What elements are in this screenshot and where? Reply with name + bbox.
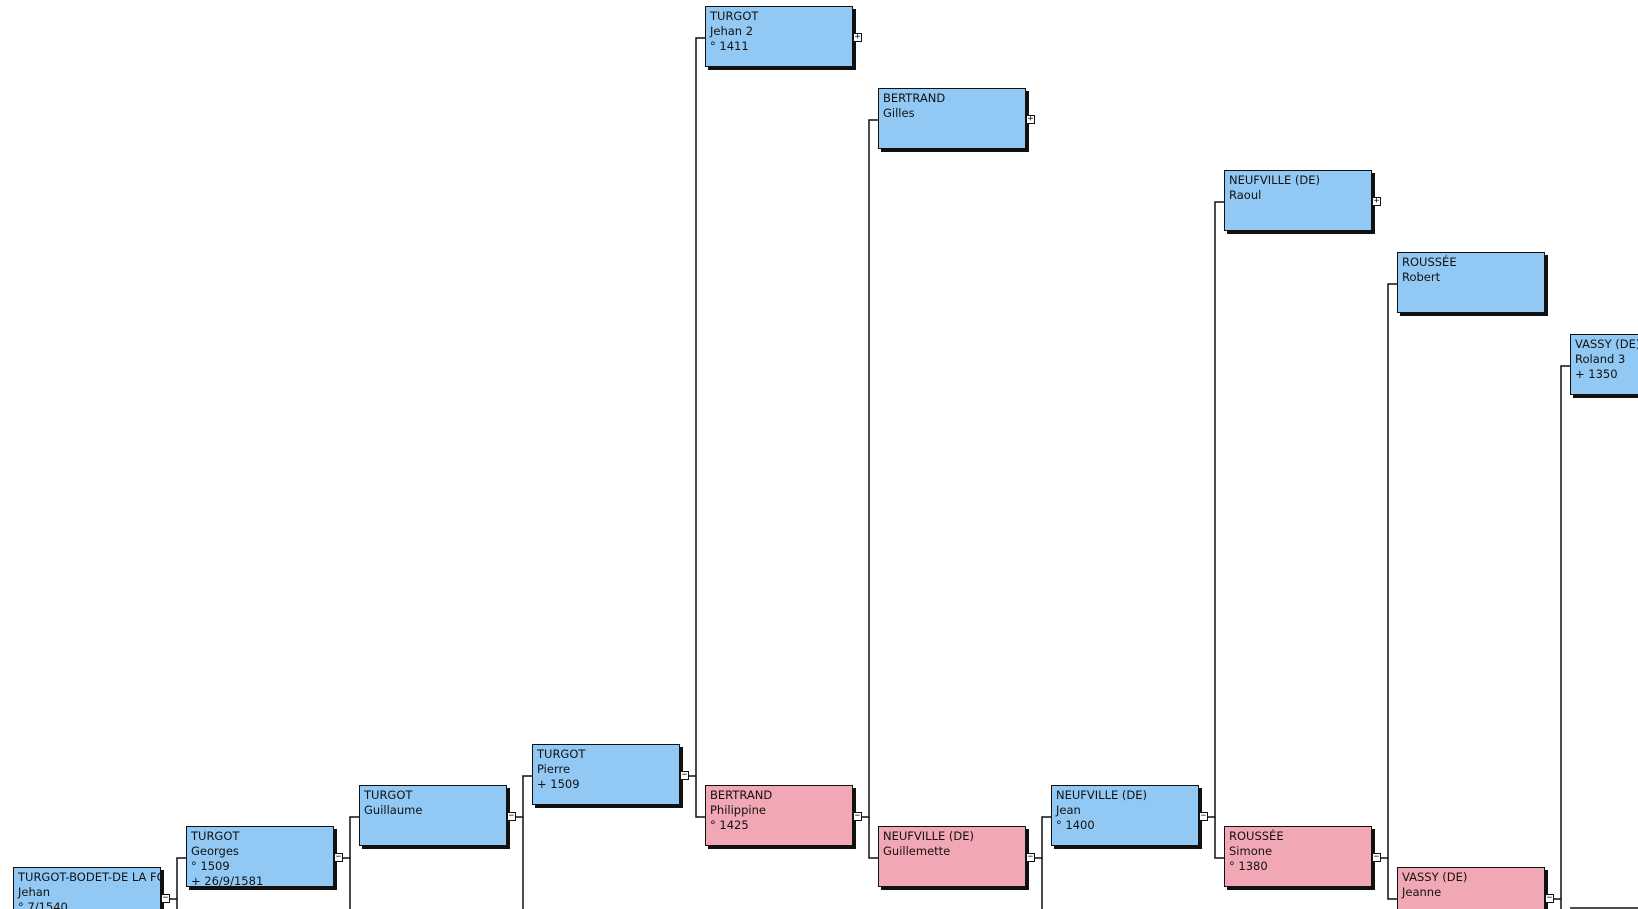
- connector-simone-jeanne: [1387, 858, 1397, 900]
- collapse-toggle-icon[interactable]: −: [1545, 893, 1554, 903]
- connector-guillemette-jean: [1031, 816, 1051, 859]
- person-death: + 26/9/1581: [191, 874, 264, 887]
- person-birth: ° 1509: [191, 859, 230, 873]
- connector-philippine-guillemette: [868, 817, 878, 859]
- person-surname: TURGOT-BODET-DE LA FO: [18, 870, 161, 884]
- person-card-gilles-bertrand[interactable]: BERTRAND Gilles: [878, 88, 1026, 149]
- connector-pierre-jehan2: [685, 37, 705, 777]
- person-given-name: Raoul: [1229, 188, 1262, 202]
- person-surname: NEUFVILLE (DE): [1229, 173, 1320, 187]
- person-birth: ° 1400: [1056, 818, 1095, 832]
- person-surname: VASSY (DE): [1575, 337, 1638, 351]
- person-surname: VASSY (DE): [1402, 870, 1468, 884]
- expand-toggle-icon[interactable]: +: [1372, 196, 1381, 206]
- connector-jehan-georges: [166, 857, 186, 900]
- person-given-name: Pierre: [537, 762, 571, 776]
- person-surname: BERTRAND: [883, 91, 946, 105]
- person-card-jean-neufville[interactable]: NEUFVILLE (DE) Jean ° 1400: [1051, 785, 1199, 846]
- person-surname: TURGOT: [364, 788, 413, 802]
- person-given-name: Roland 3: [1575, 352, 1626, 366]
- collapse-toggle-icon[interactable]: −: [1199, 811, 1208, 821]
- connector-philippine-gilles: [858, 119, 878, 818]
- connector-pierre-philippine: [695, 776, 705, 818]
- connector-jeanne-roland3: [1550, 365, 1570, 900]
- collapse-toggle-icon[interactable]: −: [680, 770, 689, 780]
- person-surname: BERTRAND: [710, 788, 773, 802]
- person-surname: TURGOT: [191, 829, 240, 843]
- person-surname: NEUFVILLE (DE): [883, 829, 974, 843]
- connector-jean-raoul: [1204, 201, 1224, 818]
- connector-jeanne-mother-stub: [1560, 899, 1638, 909]
- person-given-name: Philippine: [710, 803, 766, 817]
- person-card-pierre-turgot[interactable]: TURGOT Pierre + 1509: [532, 744, 680, 805]
- person-surname: ROUSSÉE: [1402, 255, 1457, 269]
- person-birth: ° 1411: [710, 39, 749, 53]
- collapse-toggle-icon[interactable]: −: [1372, 852, 1381, 862]
- collapse-toggle-icon[interactable]: −: [507, 811, 516, 821]
- person-death: + 1509: [537, 777, 580, 791]
- connector-simone-robert: [1377, 283, 1397, 859]
- person-birth: ° 1380: [1229, 859, 1268, 873]
- person-card-georges-turgot[interactable]: TURGOT Georges ° 1509 + 26/9/1581: [186, 826, 334, 887]
- person-card-raoul-neufville[interactable]: NEUFVILLE (DE) Raoul: [1224, 170, 1372, 231]
- person-card-guillemette-neufville[interactable]: NEUFVILLE (DE) Guillemette: [878, 826, 1026, 887]
- collapse-toggle-icon[interactable]: −: [161, 893, 170, 903]
- connector-jean-simone: [1214, 817, 1224, 859]
- person-card-robert-roussee[interactable]: ROUSSÉE Robert: [1397, 252, 1545, 313]
- person-surname: NEUFVILLE (DE): [1056, 788, 1147, 802]
- collapse-toggle-icon[interactable]: −: [853, 811, 862, 821]
- collapse-toggle-icon[interactable]: −: [1026, 852, 1035, 862]
- person-death: + 1350: [1575, 367, 1618, 381]
- person-card-jeanne-vassy[interactable]: VASSY (DE) Jeanne: [1397, 867, 1545, 909]
- person-given-name: Georges: [191, 844, 239, 858]
- person-card-philippine-bertrand[interactable]: BERTRAND Philippine ° 1425: [705, 785, 853, 846]
- person-given-name: Robert: [1402, 270, 1441, 284]
- expand-toggle-icon[interactable]: +: [1026, 114, 1035, 124]
- person-birth: ° 7/1540: [18, 900, 68, 909]
- person-birth: ° 1425: [710, 818, 749, 832]
- person-given-name: Gilles: [883, 106, 915, 120]
- person-given-name: Jean: [1056, 803, 1081, 817]
- person-given-name: Guillaume: [364, 803, 423, 817]
- person-given-name: Jehan 2: [710, 24, 754, 38]
- person-surname: ROUSSÉE: [1229, 829, 1284, 843]
- collapse-toggle-icon[interactable]: −: [334, 852, 343, 862]
- person-given-name: Jeanne: [1402, 885, 1442, 899]
- person-card-roland3-vassy[interactable]: VASSY (DE) Roland 3 + 1350: [1570, 334, 1638, 395]
- expand-toggle-icon[interactable]: +: [853, 32, 862, 42]
- connector-guillaume-pierre: [512, 775, 532, 818]
- person-card-simone-roussee[interactable]: ROUSSÉE Simone ° 1380: [1224, 826, 1372, 887]
- person-given-name: Guillemette: [883, 844, 951, 858]
- person-card-jehan-turgot-bodet[interactable]: TURGOT-BODET-DE LA FO Jehan ° 7/1540: [13, 867, 161, 909]
- person-card-jehan2-turgot[interactable]: TURGOT Jehan 2 ° 1411: [705, 6, 853, 67]
- person-surname: TURGOT: [710, 9, 759, 23]
- person-surname: TURGOT: [537, 747, 586, 761]
- connector-georges-guillaume: [339, 816, 359, 859]
- person-card-guillaume-turgot[interactable]: TURGOT Guillaume: [359, 785, 507, 846]
- person-given-name: Simone: [1229, 844, 1273, 858]
- person-given-name: Jehan: [18, 885, 51, 899]
